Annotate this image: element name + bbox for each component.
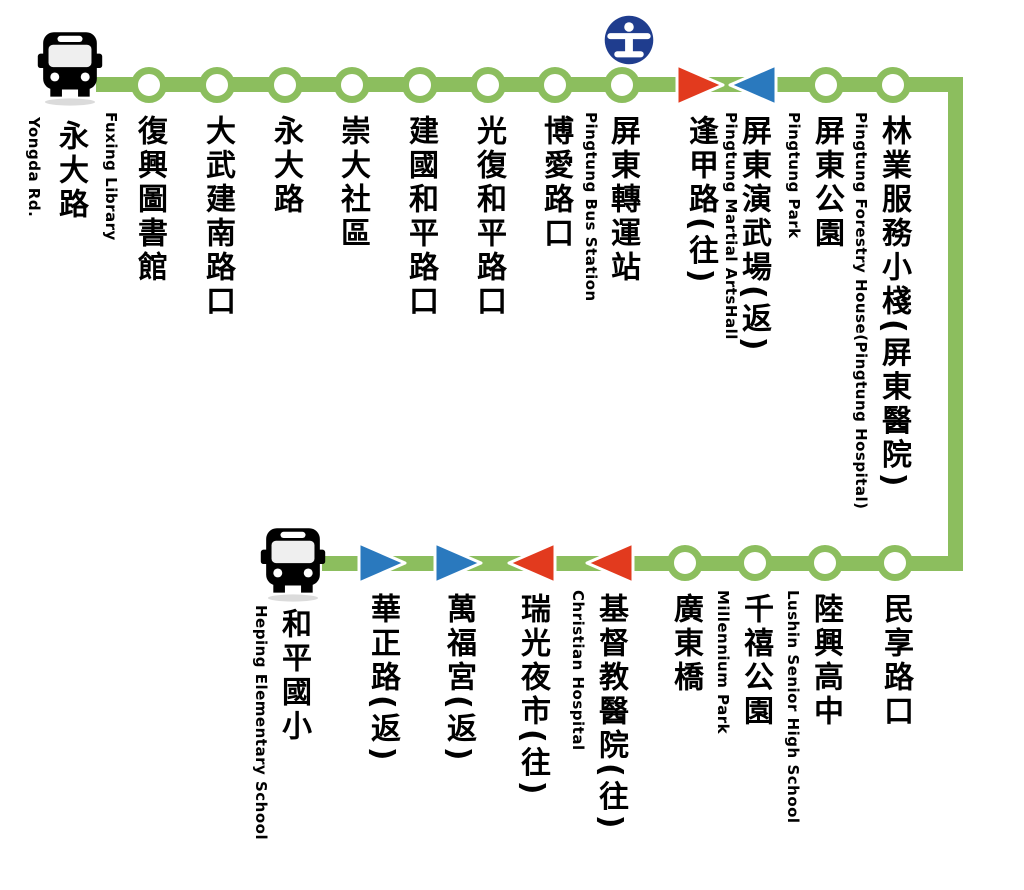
station-circle-icon: [267, 67, 303, 103]
outbound-arrow-icon: [673, 62, 727, 112]
station-circle-icon: [877, 545, 913, 581]
station-circle-icon: [334, 67, 370, 103]
bus-terminal-icon: [36, 30, 104, 110]
stop-name-zh: 萬福宮(返): [441, 593, 476, 765]
stop-name-zh: 永大路: [268, 115, 303, 217]
stop-name-zh: 博愛路口: [538, 115, 573, 251]
stop-name-zh: 基督教醫院(往): [593, 593, 628, 833]
stop-name-en: Pingtung Bus Station: [582, 112, 600, 302]
stop-name-en: Lushin Senior High School: [784, 590, 802, 824]
stop-name-en: Heping Elementary School: [252, 605, 270, 841]
stop-name-zh: 民享路口: [878, 593, 913, 729]
return-arrow-icon: [726, 62, 780, 112]
stop-name-zh: 屏東轉運站: [605, 115, 640, 285]
station-circle-icon: [875, 67, 911, 103]
station-circle-icon: [737, 545, 773, 581]
return-arrow-icon: [431, 540, 485, 590]
stop-name-en: Millennium Park: [714, 590, 732, 735]
train-station-logo-icon: [603, 14, 655, 70]
route-line-bottom: [322, 556, 963, 571]
stop-name-zh: 瑞光夜市(往): [515, 593, 550, 799]
route-line-right: [948, 77, 963, 571]
stop-name-zh: 林業服務小棧(屏東醫院): [876, 115, 911, 491]
station-circle-icon: [604, 67, 640, 103]
stop-name-en: Pingtung Martial ArtsHall: [722, 112, 740, 340]
stop-name-zh: 逢甲路(往): [683, 115, 718, 287]
stop-name-zh: 永大路: [53, 120, 88, 222]
station-circle-icon: [402, 67, 438, 103]
stop-name-en: Christian Hospital: [569, 590, 587, 751]
station-circle-icon: [537, 67, 573, 103]
stop-name-en: Yongda Rd.: [25, 117, 43, 218]
stop-name-zh: 廣東橋: [668, 593, 703, 695]
stop-name-zh: 崇大社區: [335, 115, 370, 251]
stop-name-en: Pingtung Forestry House(Pingtung Hospita…: [852, 112, 870, 510]
stop-name-zh: 光復和平路口: [471, 115, 506, 319]
station-circle-icon: [199, 67, 235, 103]
station-circle-icon: [470, 67, 506, 103]
bus-terminal-icon: [259, 526, 327, 606]
stop-name-zh: 復興圖書館: [132, 115, 167, 285]
stop-name-en: Fuxing Library: [102, 112, 120, 241]
stop-name-zh: 屏東公園: [809, 115, 844, 251]
stop-name-zh: 陸興高中: [808, 593, 843, 729]
stop-name-zh: 建國和平路口: [403, 115, 438, 319]
stop-name-zh: 華正路(返): [365, 593, 400, 765]
outbound-arrow-icon: [505, 540, 559, 590]
stop-name-zh: 千禧公園: [738, 593, 773, 729]
station-circle-icon: [807, 545, 843, 581]
stop-name-zh: 和平國小: [276, 608, 311, 744]
stop-name-en: Pingtung Park: [785, 112, 803, 239]
return-arrow-icon: [355, 540, 409, 590]
stop-name-zh: 屏東演武場(返): [736, 115, 771, 355]
station-circle-icon: [808, 67, 844, 103]
outbound-arrow-icon: [583, 540, 637, 590]
stop-name-zh: 大武建南路口: [200, 115, 235, 319]
station-circle-icon: [131, 67, 167, 103]
station-circle-icon: [667, 545, 703, 581]
